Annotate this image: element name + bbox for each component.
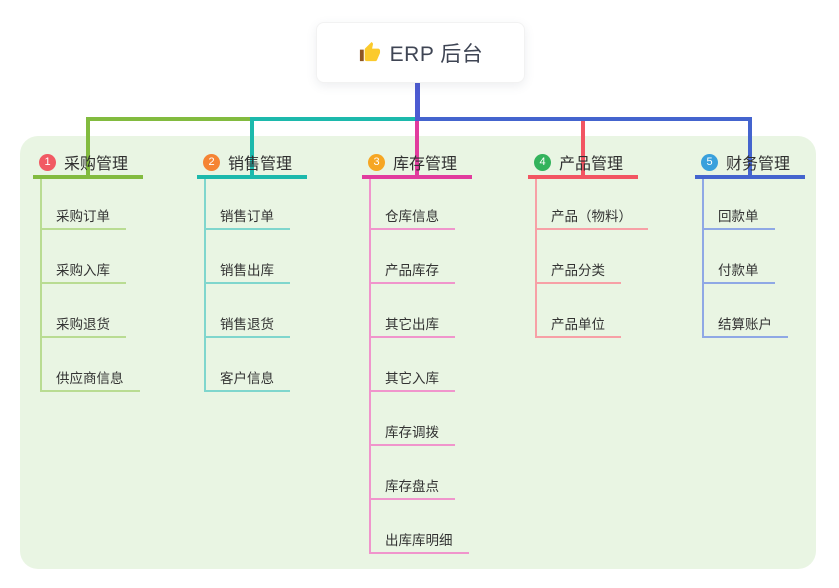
child-underline xyxy=(369,282,455,284)
child-node-label[interactable]: 采购订单 xyxy=(56,209,110,224)
thumbs-up-icon xyxy=(358,41,381,64)
child-node-label[interactable]: 销售出库 xyxy=(220,263,274,278)
root-node-label: ERP 后台 xyxy=(389,42,484,66)
child-node-label[interactable]: 库存盘点 xyxy=(385,479,439,494)
branch-index-badge: 3 xyxy=(368,153,385,171)
branch-title-label: 采购管理 xyxy=(64,156,129,173)
child-underline xyxy=(204,228,290,230)
child-node-label[interactable]: 付款单 xyxy=(718,263,759,278)
branch-title-label: 产品管理 xyxy=(559,156,624,173)
child-node-label[interactable]: 采购退货 xyxy=(56,317,110,332)
branch-connector-line xyxy=(415,117,752,121)
branch-title-label: 财务管理 xyxy=(726,156,791,173)
child-connector-line xyxy=(535,179,537,338)
branch-index-badge: 4 xyxy=(534,153,551,171)
child-node-label[interactable]: 回款单 xyxy=(718,209,759,224)
child-node-label[interactable]: 供应商信息 xyxy=(56,371,124,386)
branch-title[interactable]: 5 财务管理 xyxy=(701,150,790,174)
branch-drop-line xyxy=(581,117,585,179)
child-underline xyxy=(369,336,455,338)
child-underline xyxy=(702,282,775,284)
branch-title[interactable]: 4 产品管理 xyxy=(534,150,623,174)
root-trunk-line xyxy=(415,81,420,121)
child-node-label[interactable]: 其它出库 xyxy=(385,317,439,332)
branch-index-badge: 1 xyxy=(39,153,56,171)
branch-drop-line xyxy=(86,117,90,179)
branch-title[interactable]: 1 采购管理 xyxy=(39,150,128,174)
child-underline xyxy=(535,336,621,338)
child-connector-line xyxy=(369,179,371,554)
child-underline xyxy=(535,228,648,230)
branch-connector-line xyxy=(250,117,420,121)
branch-drop-line xyxy=(250,117,254,179)
child-node-label[interactable]: 库存调拨 xyxy=(385,425,439,440)
branch-drop-line xyxy=(415,117,419,179)
child-underline xyxy=(369,444,455,446)
branch-title[interactable]: 2 销售管理 xyxy=(203,150,292,174)
child-node-label[interactable]: 客户信息 xyxy=(220,371,274,386)
branch-index-badge: 5 xyxy=(701,153,718,171)
branch-drop-line xyxy=(748,117,752,179)
branch-underline xyxy=(528,175,638,179)
branch-underline xyxy=(197,175,307,179)
branch-title-label: 库存管理 xyxy=(393,156,458,173)
branch-underline xyxy=(33,175,143,179)
child-node-label[interactable]: 销售退货 xyxy=(220,317,274,332)
child-connector-line xyxy=(40,179,42,392)
child-underline xyxy=(40,228,126,230)
child-underline xyxy=(369,498,455,500)
child-underline xyxy=(369,552,469,554)
branch-title[interactable]: 3 库存管理 xyxy=(368,150,457,174)
child-underline xyxy=(204,390,290,392)
branch-title-label: 销售管理 xyxy=(228,156,293,173)
child-node-label[interactable]: 仓库信息 xyxy=(385,209,439,224)
branch-underline xyxy=(695,175,805,179)
child-underline xyxy=(702,336,788,338)
child-node-label[interactable]: 结算账户 xyxy=(718,317,772,332)
child-connector-line xyxy=(702,179,704,338)
child-underline xyxy=(40,282,126,284)
branch-underline xyxy=(362,175,472,179)
child-connector-line xyxy=(204,179,206,392)
child-node-label[interactable]: 采购入库 xyxy=(56,263,110,278)
child-node-label[interactable]: 产品（物料） xyxy=(551,209,632,224)
child-underline xyxy=(369,228,455,230)
child-node-label[interactable]: 出库库明细 xyxy=(385,533,453,548)
branch-index-badge: 2 xyxy=(203,153,220,171)
child-underline xyxy=(40,390,140,392)
branches-panel xyxy=(20,136,816,569)
child-node-label[interactable]: 产品单位 xyxy=(551,317,605,332)
root-node[interactable]: ERP 后台 xyxy=(316,22,525,83)
child-node-label[interactable]: 销售订单 xyxy=(220,209,274,224)
child-node-label[interactable]: 产品分类 xyxy=(551,263,605,278)
child-node-label[interactable]: 产品库存 xyxy=(385,263,439,278)
child-underline xyxy=(204,282,290,284)
child-underline xyxy=(369,390,455,392)
child-underline xyxy=(535,282,621,284)
child-underline xyxy=(702,228,775,230)
child-underline xyxy=(40,336,126,338)
child-underline xyxy=(204,336,290,338)
child-node-label[interactable]: 其它入库 xyxy=(385,371,439,386)
